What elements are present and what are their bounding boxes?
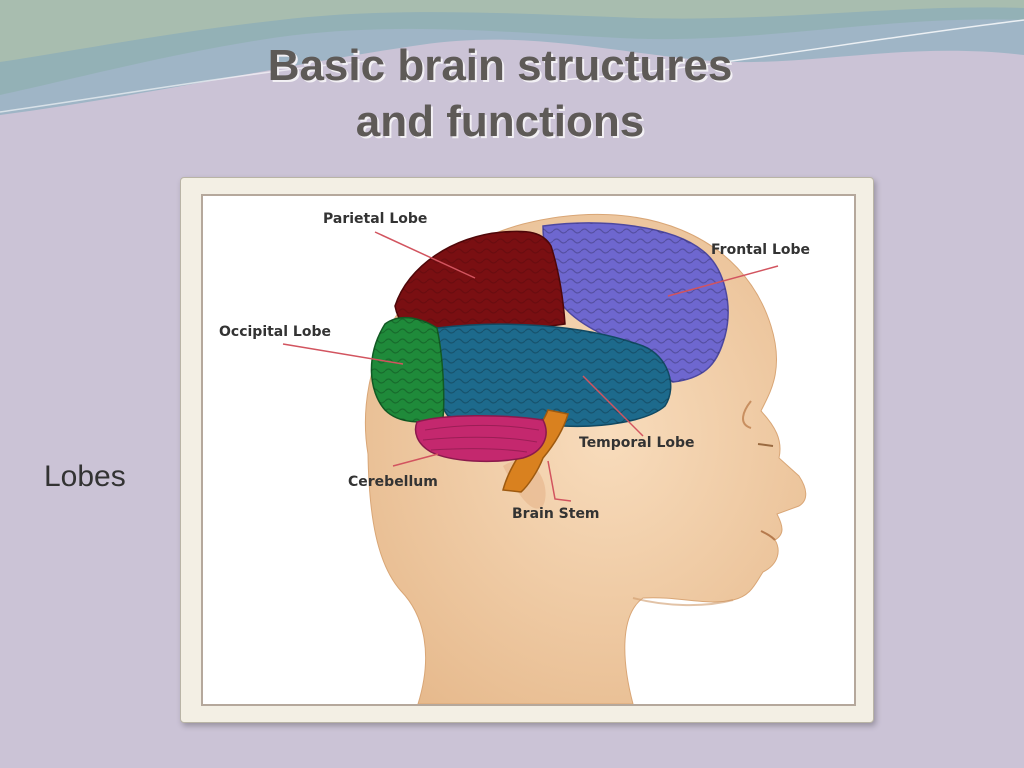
side-label: Lobes: [44, 460, 126, 493]
slide-title-line-1: Basic brain structures: [267, 41, 733, 90]
label-frontal-lobe: Frontal Lobe: [711, 242, 810, 258]
label-brain-stem: Brain Stem: [512, 506, 600, 522]
diagram-panel: Parietal Lobe Frontal Lobe Occipital Lob…: [201, 194, 856, 706]
slide-title-line-2: and functions: [355, 97, 645, 146]
label-parietal-lobe: Parietal Lobe: [323, 211, 427, 227]
diagram-frame: Parietal Lobe Frontal Lobe Occipital Lob…: [180, 177, 874, 723]
label-temporal-lobe: Temporal Lobe: [579, 435, 695, 451]
header-wave-decoration: [0, 0, 1024, 115]
leader-lines: [282, 231, 779, 502]
label-cerebellum: Cerebellum: [348, 474, 438, 490]
label-occipital-lobe: Occipital Lobe: [219, 324, 331, 340]
slide-title: Basic brain structures and functions: [180, 38, 820, 150]
brain-lobes-diagram: Parietal Lobe Frontal Lobe Occipital Lob…: [219, 211, 810, 704]
